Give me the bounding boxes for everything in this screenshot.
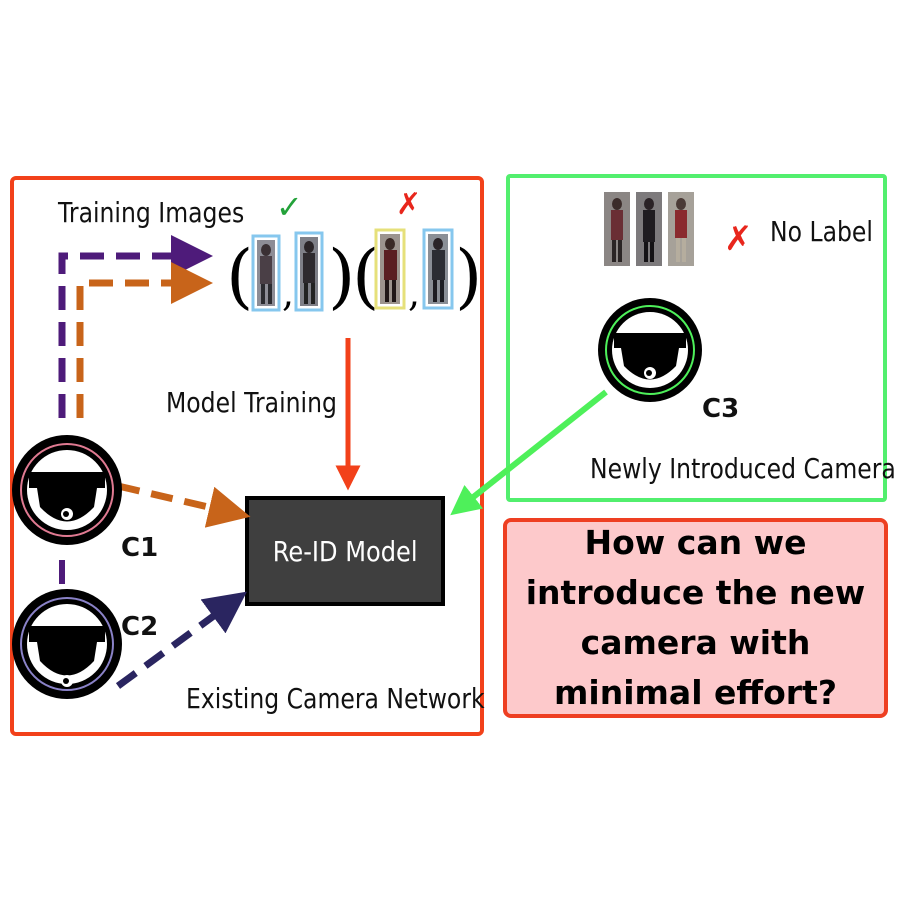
camera-c1-icon <box>12 435 122 545</box>
camera-c3-icon <box>598 298 702 402</box>
existing-network-label: Existing Camera Network <box>186 682 485 715</box>
camera-c1-label: C1 <box>121 533 159 563</box>
orange-dashed-arrow-up <box>76 262 213 418</box>
purple-dashed-arrow <box>58 235 213 418</box>
unlabeled-person-images <box>604 192 694 266</box>
camera-c3-label: C3 <box>702 394 740 424</box>
open-paren-1: ( <box>226 235 253 317</box>
no-label-cross-icon: ✗ <box>724 219 753 259</box>
existing-camera-network-box <box>10 176 484 736</box>
no-label-label: No Label <box>770 215 873 248</box>
close-paren-2: ) <box>455 235 482 317</box>
question-text: How can we introduce the new camera with… <box>525 523 866 712</box>
comma-2: , <box>408 271 420 315</box>
comma-1: , <box>282 271 294 315</box>
orange-dashed-arrow-to-model <box>117 482 251 528</box>
person-image-positive-1 <box>251 234 281 312</box>
training-images-label: Training Images <box>58 196 245 229</box>
new-camera-box <box>506 174 887 502</box>
question-box: How can we introduce the new camera with… <box>503 518 888 718</box>
navy-dashed-arrow-to-model <box>115 591 247 689</box>
newly-introduced-label: Newly Introduced Camera <box>590 452 896 485</box>
check-icon: ✓ <box>276 188 303 226</box>
person-image-negative-2 <box>422 228 454 310</box>
reid-model-box: Re-ID Model <box>245 496 445 606</box>
person-image-negative-1 <box>374 228 406 310</box>
camera-c2-icon <box>12 589 122 699</box>
new-camera-arrow <box>450 389 608 516</box>
camera-c2-label: C2 <box>121 612 159 642</box>
reid-model-label: Re-ID Model <box>272 534 418 568</box>
person-image-positive-2 <box>294 231 324 312</box>
cross-icon: ✗ <box>396 187 421 222</box>
close-paren-1: ) <box>328 235 355 317</box>
model-training-label: Model Training <box>166 386 337 419</box>
